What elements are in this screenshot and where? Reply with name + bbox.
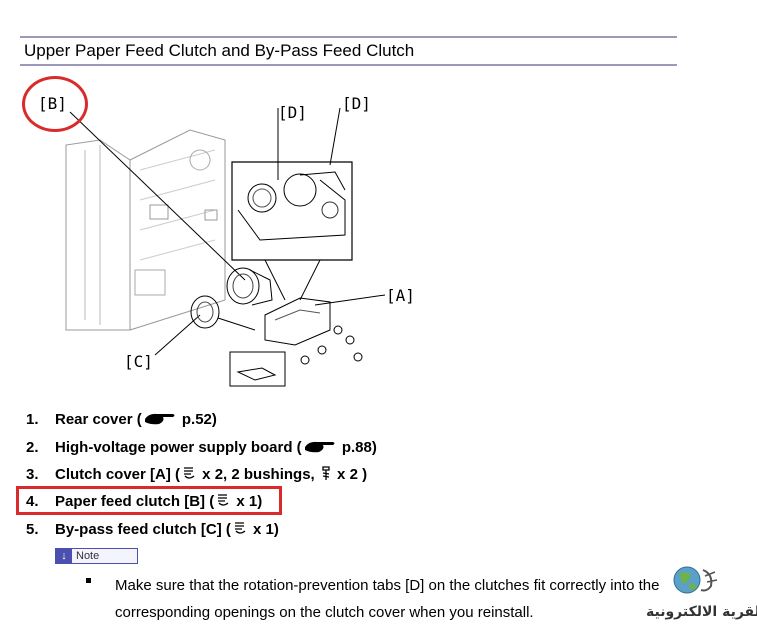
pointing-hand-icon (304, 441, 335, 453)
label-d-right: [D] (342, 94, 371, 113)
e-ring-icon (234, 522, 246, 534)
step-highlight-box (16, 486, 282, 515)
header-bottom-rule (20, 64, 677, 66)
highlight-circle (22, 76, 88, 132)
list-item: 5.By-pass feed clutch [C] ( x 1) (26, 521, 279, 538)
e-ring-icon (184, 467, 195, 479)
header-top-rule (20, 36, 677, 38)
watermark-logo (673, 566, 718, 594)
list-item: 1.Rear cover ( p.52) (26, 411, 217, 428)
label-d-left: [D] (278, 103, 307, 122)
list-item: 4.Paper feed clutch [B] ( x 1) (26, 493, 263, 510)
bullet-icon (86, 578, 91, 583)
label-c: [C] (124, 352, 153, 371)
e-ring-icon (218, 494, 229, 506)
list-item: 3.Clutch cover [A] ( x 2, 2 bushings, x … (26, 466, 368, 483)
watermark-text: القرية الالكترونية (646, 604, 757, 620)
arrow-down-icon: ↓ (56, 549, 72, 563)
pointing-hand-icon (144, 413, 175, 425)
page-title: Upper Paper Feed Clutch and By-Pass Feed… (24, 41, 415, 60)
screw-icon (322, 466, 330, 480)
label-a: [A] (386, 286, 415, 305)
clutch-illustration (65, 107, 386, 387)
list-item: 2.High-voltage power supply board ( p.88… (26, 439, 377, 456)
note-text: Make sure that the rotation-prevention t… (115, 577, 660, 621)
note-badge: ↓ Note (55, 548, 138, 564)
label-b: [B] (38, 94, 67, 113)
